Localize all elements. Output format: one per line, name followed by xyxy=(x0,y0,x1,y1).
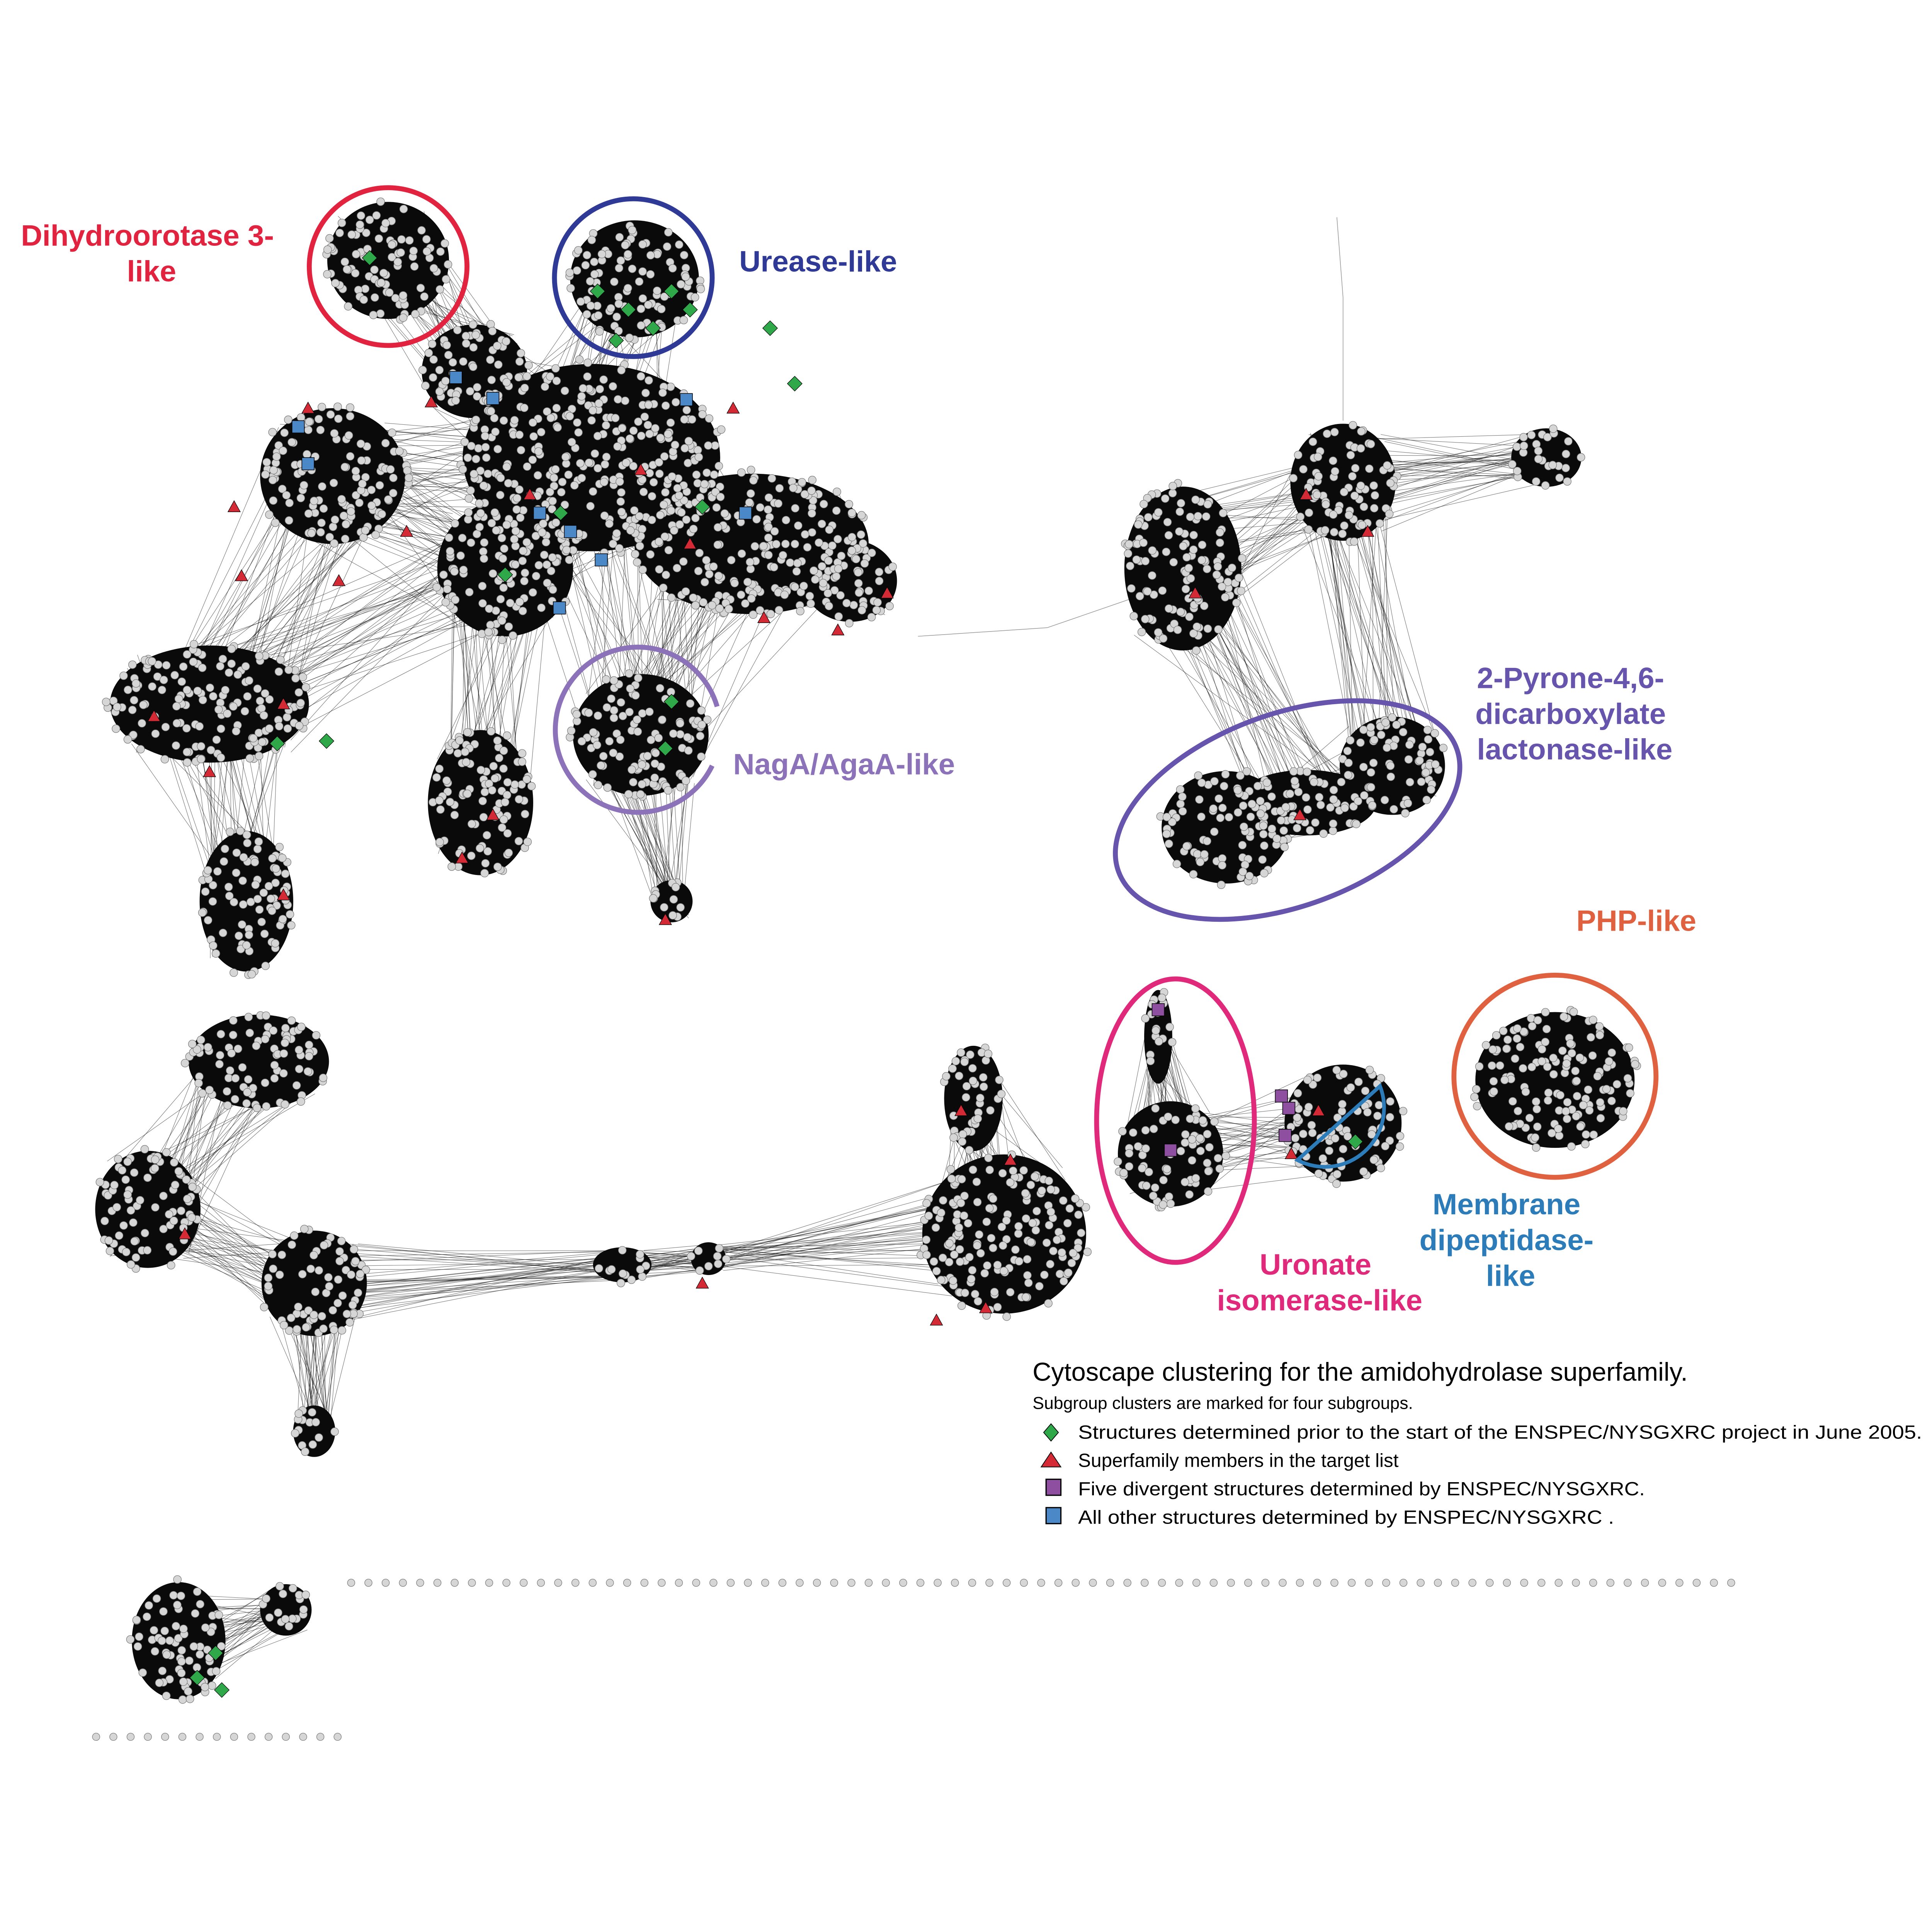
uronate-ellipse xyxy=(1094,976,1257,1265)
legend-item-blue: All other structures determined by ENSPE… xyxy=(1078,1507,1614,1528)
legend-item-purple: Five divergent structures determined by … xyxy=(1078,1478,1645,1500)
red-triangle-icon xyxy=(1040,1451,1062,1467)
cluster-cores xyxy=(95,202,1635,1699)
urease-circle xyxy=(552,196,715,359)
network-nodes xyxy=(92,197,1735,1741)
purple-square-icon xyxy=(1045,1478,1062,1496)
membrane-halfcircle xyxy=(1294,1083,1386,1169)
naga-arc xyxy=(553,645,719,815)
label-pyrone: 2-Pyrone-4,6- dicarboxylate lactonase-li… xyxy=(1475,662,1674,766)
highlight-markers xyxy=(147,250,1374,1698)
legend-item-red: Superfamily members in the target list xyxy=(1078,1450,1399,1471)
pyrone-ellipse xyxy=(1113,698,1463,922)
label-uronate: Uronate isomerase-like xyxy=(1217,1248,1422,1317)
label-membrane: Membrane dipeptidase- like xyxy=(1419,1188,1602,1292)
label-php: PHP-like xyxy=(1576,904,1696,937)
green-diamond-icon xyxy=(1043,1423,1059,1442)
label-naga: NagA/AgaA-like xyxy=(733,748,955,781)
php-circle xyxy=(1451,972,1659,1180)
label-dihydroorotase: Dihydroorotase 3- like xyxy=(21,220,282,288)
blue-square-icon xyxy=(1045,1507,1062,1524)
legend-title: Cytoscape clustering for the amidohydrol… xyxy=(1032,1357,1688,1386)
label-urease: Urease-like xyxy=(739,245,897,278)
legend-item-green: Structures determined prior to the start… xyxy=(1078,1421,1922,1443)
dihydroorotase-circle xyxy=(307,185,469,348)
legend-subtitle: Subgroup clusters are marked for four su… xyxy=(1032,1394,1413,1413)
legend: Cytoscape clustering for the amidohydrol… xyxy=(1032,1357,1922,1528)
